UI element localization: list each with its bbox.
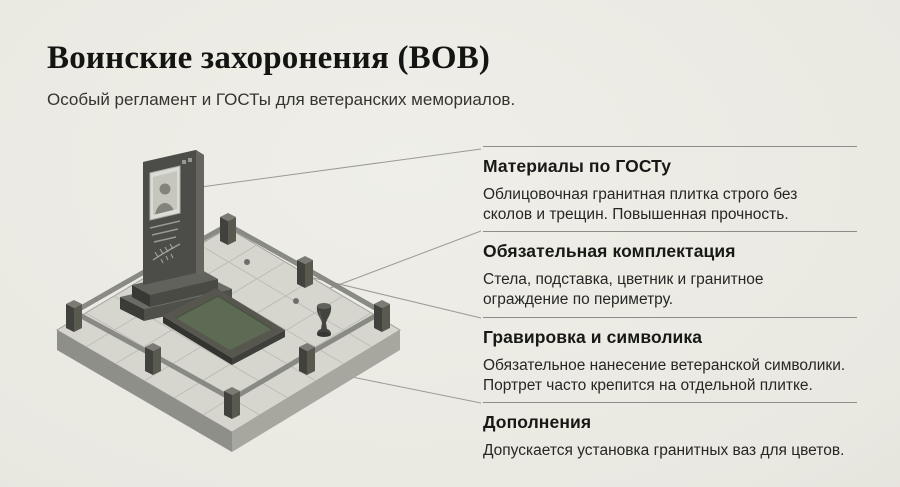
vase-icon xyxy=(316,303,332,337)
annotation-title: Гравировка и символика xyxy=(483,326,703,347)
engraved-text-icon xyxy=(149,220,181,243)
granite-fence-front-icon xyxy=(66,300,390,419)
annotation-body: Обязательное нанесение ветеранской симво… xyxy=(483,356,846,394)
divider xyxy=(483,231,857,233)
annotation-title: Дополнения xyxy=(483,411,592,432)
marker-dot xyxy=(244,259,250,265)
portrait-plate-icon xyxy=(149,165,181,221)
divider xyxy=(483,146,857,147)
annotation-section-engraving: Гравировка и символика Обязательное нане… xyxy=(483,316,857,396)
memorial-illustration xyxy=(30,125,450,460)
annotations-column: Материалы по ГОСТу Облицовочная гранитна… xyxy=(483,146,857,467)
annotation-section-additions: Дополнения Допускается установка гранитн… xyxy=(483,401,857,461)
annotation-body: Стела, подставка, цветник и гранитное ог… xyxy=(483,271,764,309)
annotation-section-materials: Материалы по ГОСТу Облицовочная гранитна… xyxy=(483,146,857,225)
divider xyxy=(483,401,857,403)
annotation-body: Облицовочная гранитная плитка строго без… xyxy=(483,186,798,224)
annotation-section-components: Обязательная комплектация Стела, подстав… xyxy=(483,231,857,310)
flower-bed-icon xyxy=(163,288,285,365)
divider xyxy=(483,316,857,318)
header: Воинские захоронения (ВОВ) Особый реглам… xyxy=(47,40,515,110)
page-title: Воинские захоронения (ВОВ) xyxy=(47,40,491,76)
granite-fence-back-icon xyxy=(72,213,384,315)
annotation-title: Материалы по ГОСТу xyxy=(483,156,672,176)
stele-icon xyxy=(143,150,204,285)
marker-dot xyxy=(293,298,299,304)
page-subtitle: Особый регламент и ГОСТы для ветеранских… xyxy=(47,90,516,109)
annotation-title: Обязательная комплектация xyxy=(483,241,736,262)
annotation-body: Допускается установка гранитных ваз для … xyxy=(483,441,845,459)
laurel-branch-icon xyxy=(152,243,181,264)
